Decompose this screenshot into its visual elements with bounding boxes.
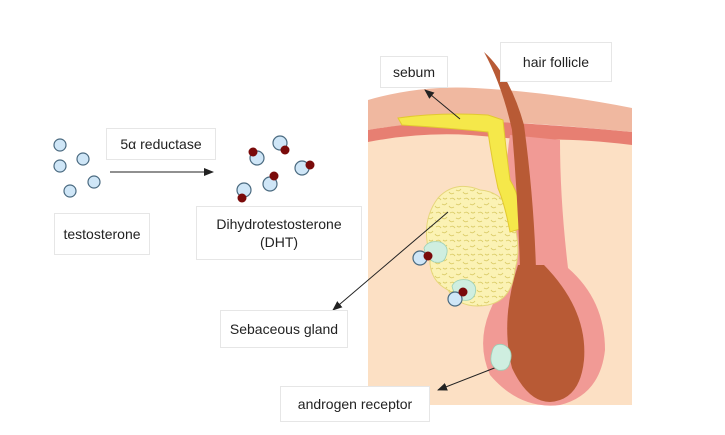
testosterone-molecule [63,184,77,198]
hair-shaft [484,52,536,270]
androgen-receptor-shape [490,343,512,371]
label-hair-follicle: hair follicle [500,42,612,82]
sebum-arrow [424,89,461,120]
label-dht-line1: Dihydrotestosterone [216,216,342,232]
label-testosterone-text: testosterone [63,226,141,242]
dht-molecule [248,147,265,166]
dht-molecule [262,171,279,192]
hair-bulb [507,265,585,402]
receptor-arrow [437,366,498,391]
dht-molecule [294,160,315,176]
testosterone-molecule [76,152,90,166]
dht-molecules [236,135,315,203]
label-sebum: sebum [380,56,448,88]
testosterone-molecule [53,138,67,152]
label-sebaceous-gland-text: Sebaceous gland [229,321,339,337]
testosterone-molecule [87,175,101,189]
label-5a-reductase: 5α reductase [106,128,216,160]
label-hair-follicle-text: hair follicle [522,54,590,70]
label-androgen-receptor-text: androgen receptor [297,396,413,412]
label-dht-line2: (DHT) [259,234,299,250]
label-androgen-receptor: androgen receptor [280,386,430,422]
receptor-complex [412,241,448,266]
label-sebum-text: sebum [392,64,436,80]
label-dht: Dihydrotestosterone (DHT) [196,206,362,260]
label-testosterone: testosterone [54,213,150,255]
sebum-duct [397,113,524,233]
gland-arrow [332,211,449,311]
label-sebaceous-gland: Sebaceous gland [220,310,348,348]
dht-molecule [272,135,290,155]
testosterone-molecule [53,159,67,173]
testosterone-molecules [53,138,101,198]
receptor-complex [447,279,477,307]
label-5a-reductase-text: 5α reductase [120,136,202,152]
dht-molecule [236,182,252,203]
